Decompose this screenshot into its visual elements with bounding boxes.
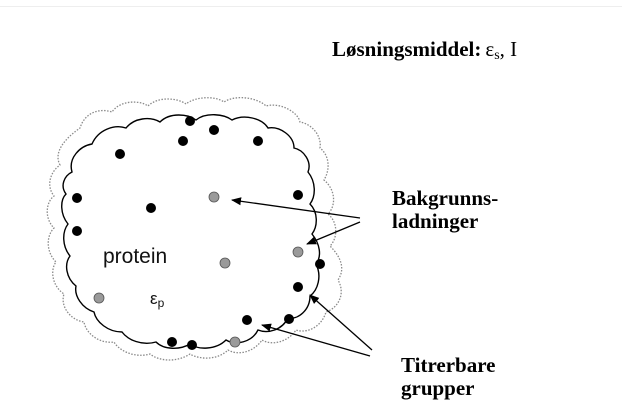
fixed-charge [115,149,125,159]
titratable-charge [209,192,219,202]
fixed-charge [72,193,82,203]
protein-label: protein [103,245,167,269]
protein-epsilon: ε [150,289,158,308]
solvent-epsilon: ε [485,37,494,61]
protein-epsilon-subscript: p [158,296,165,310]
protein-boundary [62,115,320,349]
fixed-charges [72,116,325,350]
arrow-line [232,200,360,218]
titratable-charges [94,192,303,347]
background-charges-line1: Bakgrunns- [392,187,498,210]
solvent-epsilon-subscript: s [494,48,499,63]
titratable-charge [293,247,303,257]
arrow-line [262,325,370,356]
fixed-charge [242,315,252,325]
titratable-charge [94,293,104,303]
fixed-charge [284,314,294,324]
titratable-groups-line1: Titrerbare [401,354,495,377]
fixed-charge [178,136,188,146]
fixed-charge [146,203,156,213]
titratable-groups-line2: grupper [401,377,495,400]
ionic-strength-symbol: , I [500,37,518,61]
fixed-charge [187,340,197,350]
fixed-charge [315,259,325,269]
background-charges-label: Bakgrunns- ladninger [392,187,498,233]
background-arrows [232,200,360,244]
fixed-charge [185,116,195,126]
solvent-label: Løsningsmiddel:εs, I [332,38,517,61]
titratable-charge [230,337,240,347]
solvent-word: Løsningsmiddel [332,37,474,61]
background-charges-line2: ladninger [392,210,498,233]
fixed-charge [167,337,177,347]
titratable-charge [220,258,230,268]
outer-surface-outline [47,98,341,360]
protein-dielectric: εp [150,289,164,309]
fixed-charge [209,125,219,135]
arrow-line [307,222,360,244]
fixed-charge [293,282,303,292]
fixed-charge [293,190,303,200]
fixed-charge [72,226,82,236]
fixed-charge [253,136,263,146]
titratable-groups-label: Titrerbare grupper [401,354,495,400]
solvent-colon: : [474,37,481,61]
